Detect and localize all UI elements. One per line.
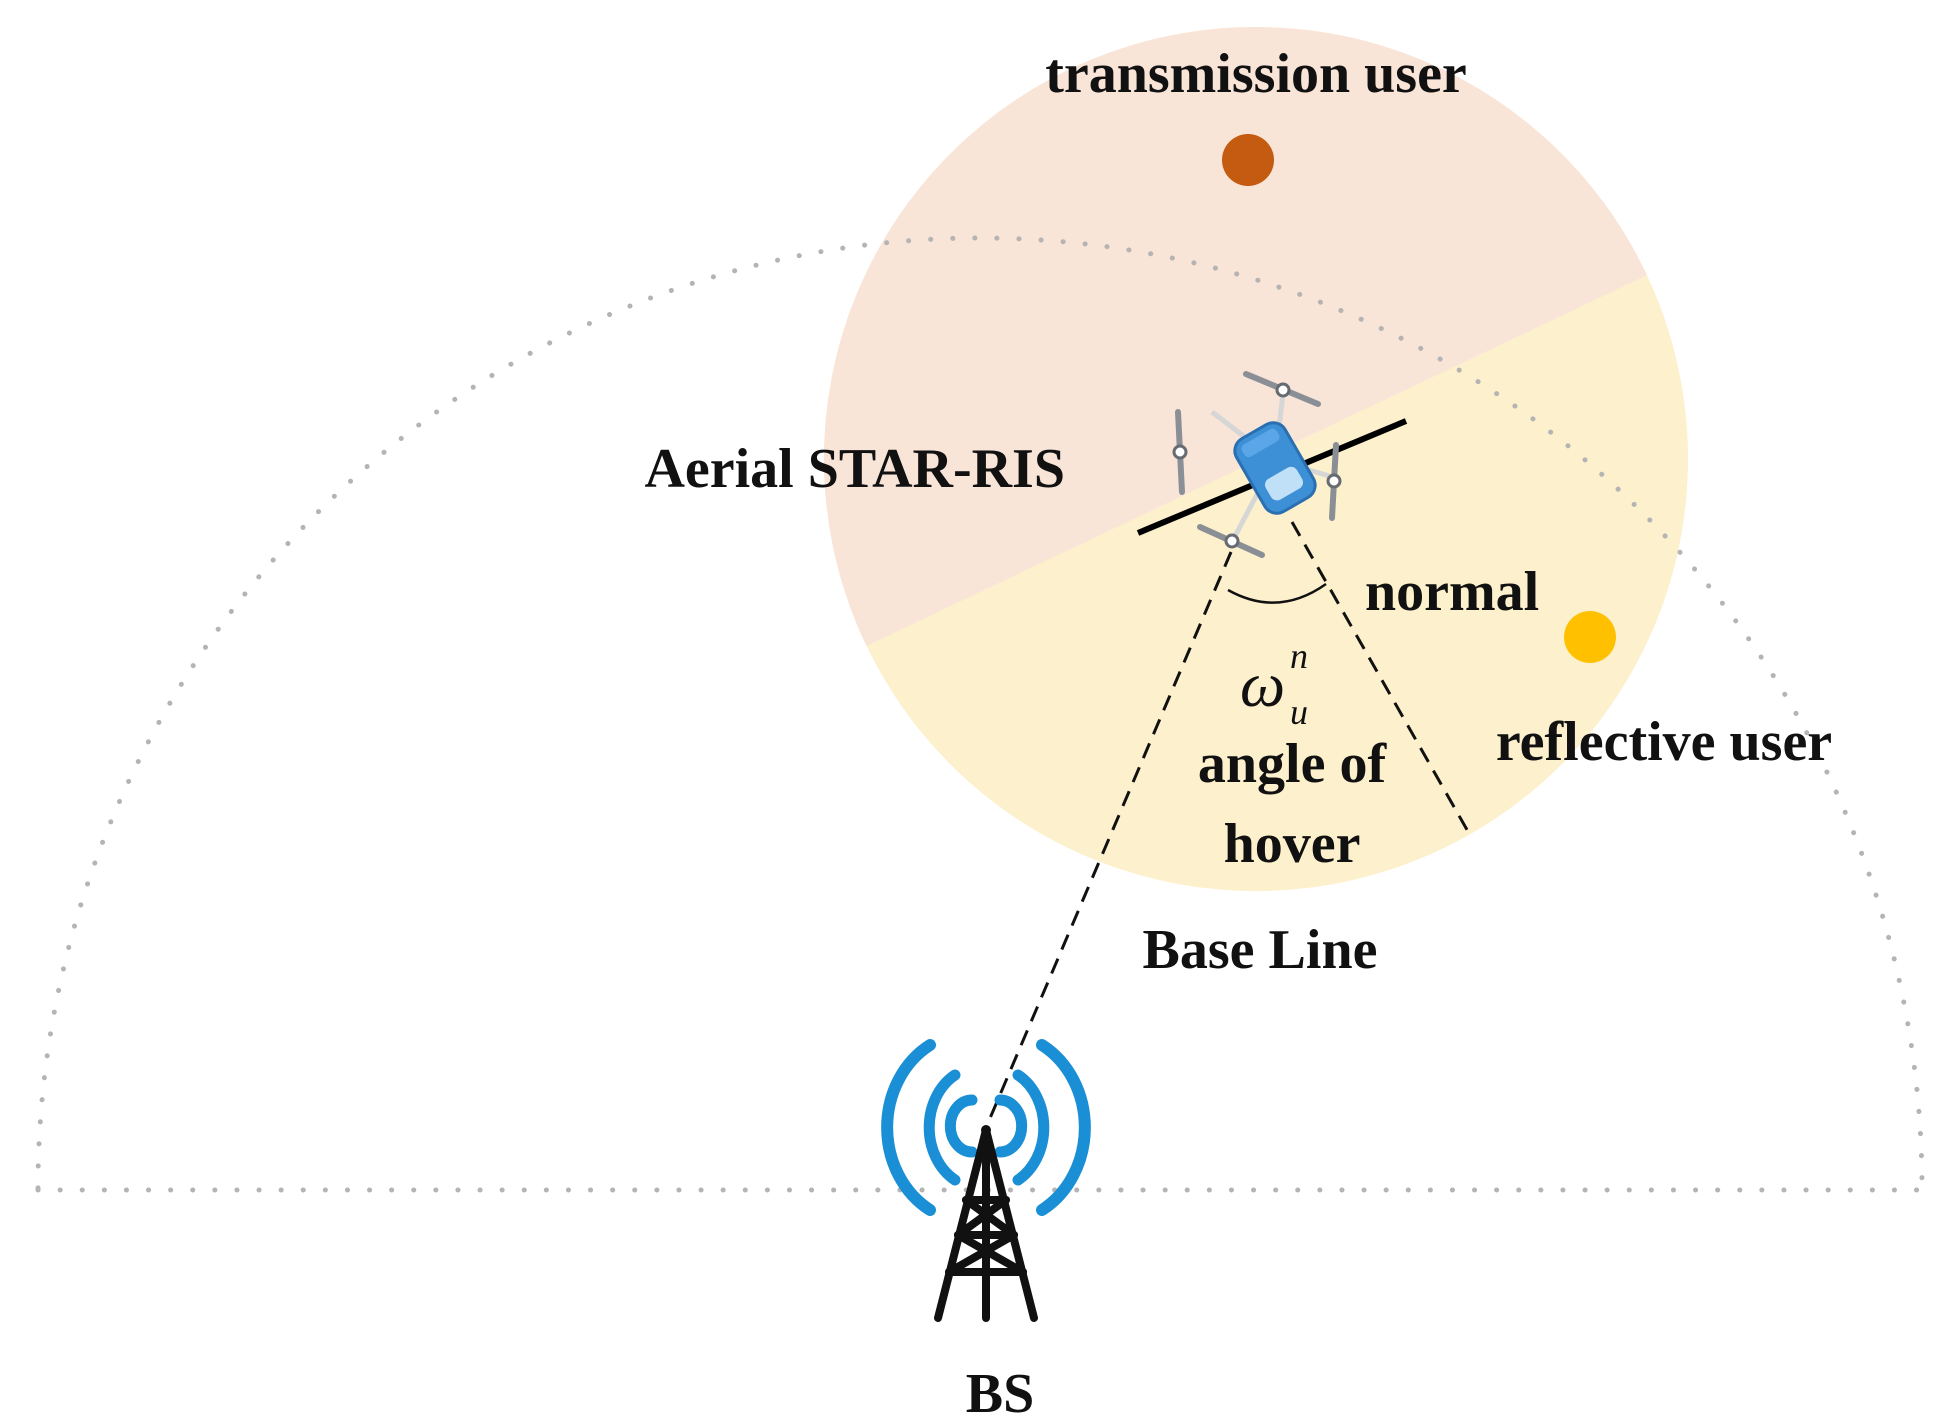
signal-wave-outer-left bbox=[881, 1039, 936, 1216]
reflective-user-label: reflective user bbox=[1496, 711, 1832, 773]
angle-of-hover-label-line2: hover bbox=[1224, 813, 1361, 875]
base-line-label: Base Line bbox=[1143, 919, 1378, 981]
reflective-user-dot bbox=[1564, 611, 1616, 663]
bs-label: BS bbox=[966, 1363, 1035, 1425]
transmission-user-dot bbox=[1222, 134, 1274, 186]
cell-tower-icon bbox=[881, 1039, 1091, 1322]
signal-wave-mid-left bbox=[923, 1069, 961, 1186]
angle-symbol-subscript: u bbox=[1290, 692, 1308, 732]
aerial-star-ris-label: Aerial STAR-RIS bbox=[644, 438, 1065, 500]
signal-wave-mid-right bbox=[1012, 1069, 1050, 1186]
angle-symbol: ω n u bbox=[1240, 636, 1308, 732]
transmission-user-label: transmission user bbox=[1045, 43, 1467, 105]
quadcopter-drone-icon bbox=[1172, 371, 1342, 558]
transmission-region bbox=[824, 27, 1688, 668]
normal-line bbox=[1290, 521, 1472, 836]
normal-label: normal bbox=[1365, 561, 1539, 623]
angle-symbol-superscript: n bbox=[1290, 636, 1308, 676]
angle-of-hover-label-line1: angle of bbox=[1198, 733, 1388, 795]
signal-wave-inner-right bbox=[994, 1094, 1028, 1158]
signal-wave-outer-right bbox=[1036, 1039, 1091, 1216]
base-line bbox=[983, 551, 1233, 1131]
angle-symbol-omega: ω bbox=[1240, 649, 1285, 720]
signal-wave-inner-left bbox=[944, 1094, 978, 1158]
angle-arc bbox=[1227, 582, 1327, 604]
